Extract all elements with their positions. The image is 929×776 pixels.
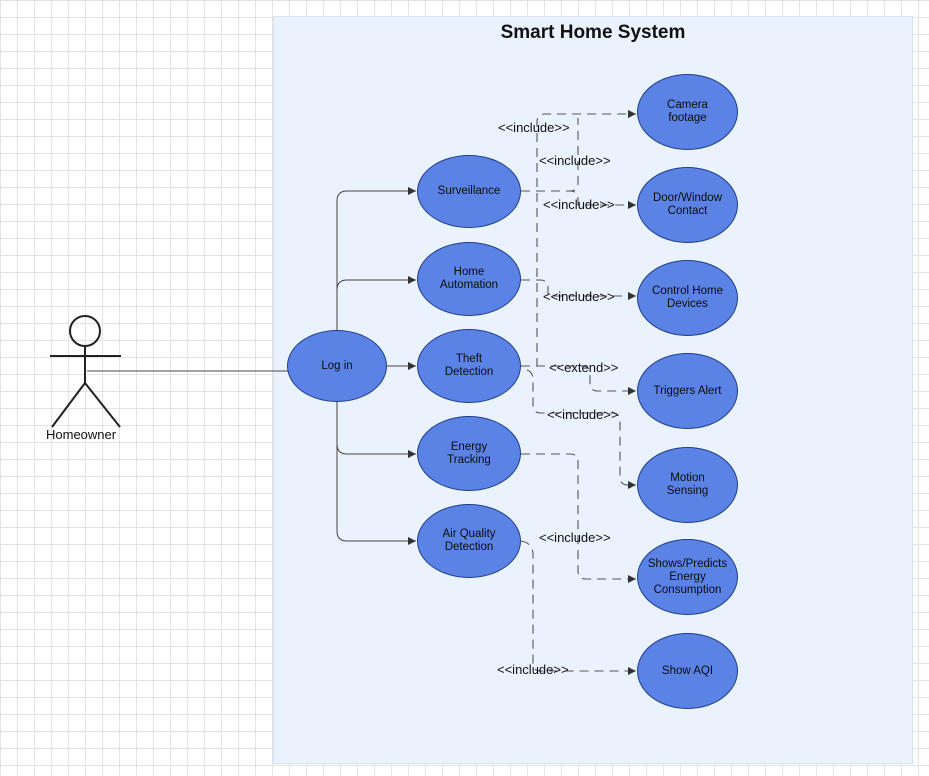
actor-figure[interactable] — [50, 315, 121, 428]
label-include-motion: <<include>> — [547, 407, 619, 422]
usecase-login[interactable]: Log in — [287, 330, 387, 402]
usecase-control-home-devices-label: Control Home Devices — [652, 285, 723, 310]
usecase-camera-footage-label: Camera footage — [667, 99, 708, 124]
usecase-login-label: Log in — [321, 359, 353, 372]
label-include-door: <<include>> — [543, 197, 615, 212]
usecase-home-automation[interactable]: Home Automation — [417, 242, 521, 316]
usecase-show-aqi[interactable]: Show AQI — [637, 633, 738, 709]
actor-label: Homeowner — [46, 427, 117, 442]
usecase-door-window-contact[interactable]: Door/Window Contact — [637, 167, 738, 243]
usecase-door-window-contact-label: Door/Window Contact — [652, 192, 723, 217]
usecase-home-automation-label: Home Automation — [439, 266, 499, 291]
label-extend-alert: <<extend>> — [549, 360, 619, 375]
usecase-camera-footage[interactable]: Camera footage — [637, 74, 738, 150]
usecase-triggers-alert-label: Triggers Alert — [653, 384, 722, 397]
login-connectors — [336, 187, 416, 545]
usecase-show-aqi-label: Show AQI — [661, 664, 714, 677]
label-include-aqi: <<include>> — [497, 662, 569, 677]
usecase-surveillance-label: Surveillance — [437, 185, 501, 197]
label-include-surveillance-top: <<include>> — [539, 153, 611, 168]
usecase-air-quality-label: Air Quality Detection — [442, 528, 496, 553]
usecase-energy-tracking-label: Energy Tracking — [447, 440, 491, 466]
usecase-control-home-devices[interactable]: Control Home Devices — [637, 260, 738, 336]
usecase-theft-detection[interactable]: Theft Detection — [417, 329, 521, 403]
usecase-motion-sensing-label: Motion Sensing — [666, 472, 709, 497]
usecase-theft-detection-label: Theft Detection — [444, 353, 494, 378]
dashed-connectors — [520, 110, 636, 675]
label-include-camera: <<include>> — [498, 120, 570, 135]
diagram-title: Smart Home System — [500, 22, 686, 43]
usecase-energy-tracking[interactable]: Energy Tracking — [417, 416, 521, 491]
label-include-energy: <<include>> — [539, 530, 611, 545]
usecase-energy-consumption[interactable]: Shows/Predicts Energy Consumption — [637, 539, 738, 615]
usecase-motion-sensing[interactable]: Motion Sensing — [637, 447, 738, 523]
usecase-triggers-alert[interactable]: Triggers Alert — [637, 353, 738, 429]
usecase-surveillance[interactable]: Surveillance — [417, 155, 521, 228]
usecase-energy-consumption-label: Shows/Predicts Energy Consumption — [647, 557, 728, 596]
usecase-air-quality[interactable]: Air Quality Detection — [417, 504, 521, 578]
label-include-control: <<include>> — [543, 289, 615, 304]
